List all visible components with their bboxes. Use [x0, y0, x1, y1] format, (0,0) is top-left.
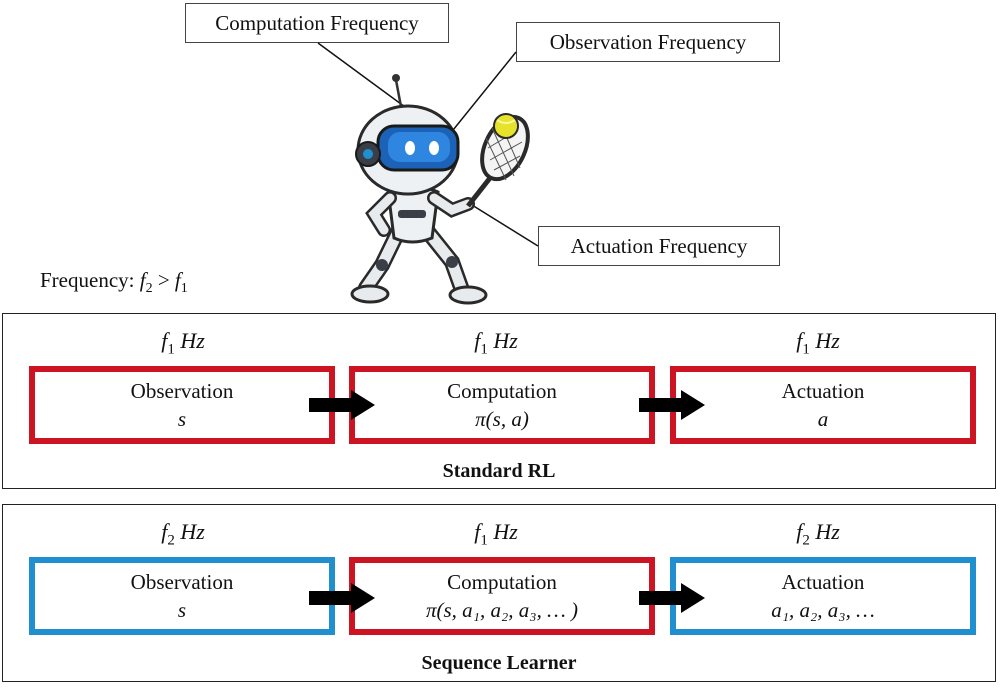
stage-label: Observation [130, 379, 234, 403]
observation-frequency: f2 Hz [161, 519, 205, 549]
panel-title: Standard RL [442, 460, 556, 482]
observation-frequency: f1 Hz [161, 328, 205, 358]
computation-stage: Computation π(s, a) [349, 366, 655, 444]
robot-tennis-illustration [317, 42, 539, 305]
computation-frequency: f1 Hz [474, 328, 518, 358]
stage-label: Actuation [781, 570, 865, 594]
stage-label: Computation [447, 570, 557, 594]
stage-math: a [817, 407, 829, 431]
f-left-sub: 2 [145, 281, 153, 297]
observation-stage: Observation s [29, 366, 335, 444]
callout-label: Observation Frequency [549, 29, 747, 54]
actuation-stage: Actuation a [670, 366, 976, 444]
frequency-prefix: Frequency: [40, 268, 140, 292]
arrow-right-icon [639, 390, 705, 420]
observation-frequency-callout: Observation Frequency [516, 22, 780, 62]
frequency-relation-note: Frequency: f2 > f1 [40, 268, 188, 297]
arrow-right-icon [639, 583, 705, 613]
stage-math: π(s, a₁, a₂, a₃, … ) [425, 598, 578, 622]
stage-math: s [177, 407, 187, 431]
f-right-sub: 1 [180, 281, 188, 297]
stage-math: s [177, 598, 187, 622]
observation-stage: Observation s [29, 557, 335, 635]
f-right: f [174, 268, 181, 292]
arrow-right-icon [309, 390, 375, 420]
f-left: f [139, 268, 146, 292]
standard-rl-panel: f1 Hz f1 Hz f1 Hz Observation s Computat… [2, 313, 996, 489]
callout-label: Actuation Frequency [570, 233, 748, 258]
stage-label: Actuation [781, 379, 865, 403]
actuation-frequency: f1 Hz [796, 328, 840, 358]
actuation-stage: Actuation a₁, a₂, a₃, … [670, 557, 976, 635]
actuation-frequency: f2 Hz [796, 519, 840, 549]
observation-leader-line [444, 51, 517, 141]
stage-math: π(s, a) [475, 407, 529, 431]
panel-title: Sequence Learner [421, 652, 577, 674]
stage-math: a₁, a₂, a₃, … [771, 598, 875, 622]
stage-label: Computation [447, 379, 557, 403]
callout-label: Computation Frequency [215, 10, 419, 35]
arrow-right-icon [309, 583, 375, 613]
actuation-frequency-callout: Actuation Frequency [538, 226, 780, 266]
computation-frequency-callout: Computation Frequency [185, 3, 449, 43]
computation-stage: Computation π(s, a₁, a₂, a₃, … ) [349, 557, 655, 635]
comparison-operator: > [152, 268, 175, 292]
stage-label: Observation [130, 570, 234, 594]
sequence-learner-panel: f2 Hz f1 Hz f2 Hz Observation s Computat… [2, 504, 996, 682]
computation-frequency: f1 Hz [474, 519, 518, 549]
actuation-leader-line [471, 204, 539, 247]
